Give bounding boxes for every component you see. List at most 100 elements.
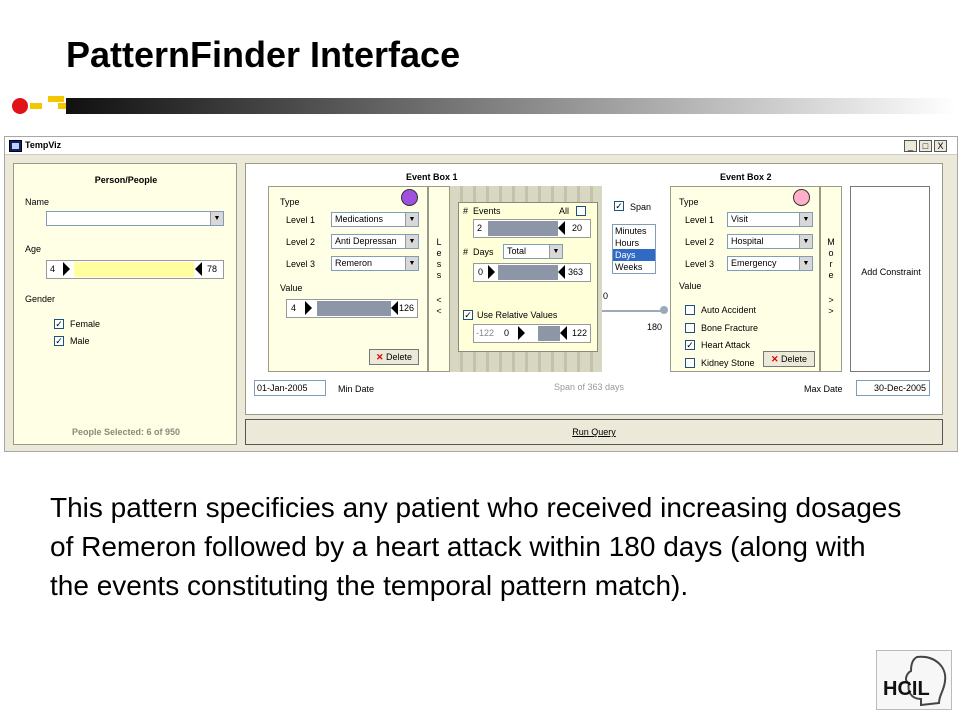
level2-label: Level 2 [286,237,316,247]
events-range-fill [488,221,558,236]
age-min-handle[interactable] [63,262,70,276]
event-box-2: Type Level 1 Visit▼ Level 2 Hospital▼ Le… [670,186,820,372]
gap-handle[interactable] [660,306,668,314]
event-box-2-header: Event Box 2 [720,172,772,182]
window-titlebar: TempViz _ □ X [5,137,957,155]
age-max-handle[interactable] [195,262,202,276]
chevron-down-icon[interactable]: ▼ [799,213,812,226]
connector-panel: # Events All 2 20 # Days Total▼ 0 [458,202,598,352]
days-max: 363 [568,267,584,277]
person-panel: Person/People Name ▼ Age 4 78 Gender ✓ F… [13,163,237,445]
male-checkbox[interactable]: ✓ [54,336,64,346]
events-range-slider[interactable]: 2 20 [473,219,591,238]
days-range-slider[interactable]: 0 363 [473,263,591,282]
less-letter: s [436,270,442,280]
units-option[interactable]: Minutes [615,226,647,236]
event-color-circle[interactable] [401,189,418,206]
use-relative-checkbox[interactable]: ✓ [463,310,473,320]
all-checkbox[interactable] [576,206,586,216]
relative-mid: 0 [504,328,510,338]
delete-button[interactable]: ✕ Delete [763,351,815,367]
kidney-stone-checkbox[interactable] [685,358,695,368]
min-date-field[interactable]: 01-Jan-2005 [254,380,326,396]
units-option[interactable]: Weeks [615,262,643,272]
chevron-down-icon[interactable]: ▼ [405,235,418,248]
add-constraint-button[interactable]: Add Constraint [850,186,930,372]
name-combo[interactable]: ▼ [46,211,224,226]
level2-combo[interactable]: Hospital ▼ [727,234,813,249]
relative-range-fill [538,326,560,341]
hcil-logo-text: HCIL [883,678,930,700]
age-max-value: 78 [207,264,218,274]
max-date-field[interactable]: 30-Dec-2005 [856,380,930,396]
relative-range-slider[interactable]: -122 0 122 [473,324,591,343]
delete-button[interactable]: ✕ Delete [369,349,419,365]
chevron-down-icon[interactable]: ▼ [210,212,223,225]
chevron-right-icon: > [828,306,834,316]
value-max-handle[interactable] [391,301,398,315]
age-range-fill [74,262,194,277]
bone-fracture-checkbox[interactable] [685,323,695,333]
window-title: TempViz [25,140,62,150]
level1-label: Level 1 [286,215,316,225]
units-option-selected[interactable]: Days [613,249,655,261]
event-color-circle[interactable] [793,189,810,206]
chevron-down-icon[interactable]: ▼ [405,257,418,270]
units-option[interactable]: Hours [615,238,640,248]
age-label: Age [25,244,42,254]
chevron-down-icon[interactable]: ▼ [549,245,562,258]
days-mode-combo[interactable]: Total▼ [503,244,563,259]
app-icon [9,140,22,152]
level1-combo[interactable]: Medications▼ [331,212,419,227]
minimize-button[interactable]: _ [904,140,917,152]
gap-start-label: 0 [603,291,609,301]
use-relative-label: Use Relative Values [477,310,558,320]
min-date-label: Min Date [338,384,375,394]
more-letter: M [827,237,835,247]
level3-combo[interactable]: Emergency▼ [727,256,813,271]
female-label: Female [70,319,101,329]
level3-label: Level 3 [685,259,715,269]
level2-combo[interactable]: Anti Depressan▼ [331,234,419,249]
days-max-handle[interactable] [558,265,565,279]
value-range-slider[interactable]: 4 126 [286,299,418,318]
days-range-fill [498,265,558,280]
type-label: Type [280,197,300,207]
chevron-down-icon[interactable]: ▼ [799,257,812,270]
delete-label: Delete [386,352,413,362]
max-date-label: Max Date [804,384,843,394]
units-listbox[interactable]: Minutes Hours Days Weeks [612,224,656,274]
female-checkbox[interactable]: ✓ [54,319,64,329]
events-label: Events [473,206,501,216]
relative-min-handle[interactable] [518,326,525,340]
yellow-bar-decoration [48,96,64,102]
more-button[interactable]: M o r e > > [820,186,842,372]
span-days-text: Span of 363 days [554,382,625,392]
chevron-down-icon[interactable]: ▼ [799,235,812,248]
days-min-handle[interactable] [488,265,495,279]
chevron-down-icon[interactable]: ▼ [405,213,418,226]
level1-combo[interactable]: Visit▼ [727,212,813,227]
maximize-button[interactable]: □ [919,140,932,152]
less-button[interactable]: L e s s < < [428,186,450,372]
days-hash: # [463,247,469,257]
age-min-value: 4 [50,264,56,274]
heart-attack-checkbox[interactable]: ✓ [685,340,695,350]
days-label: Days [473,247,494,257]
events-max-handle[interactable] [558,221,565,235]
gap-line [602,310,664,312]
events-max: 20 [572,223,583,233]
level3-combo[interactable]: Remeron▼ [331,256,419,271]
close-button[interactable]: X [934,140,947,152]
span-checkbox[interactable]: ✓ [614,201,624,211]
value-label: Value [679,281,702,291]
events-min: 2 [477,223,483,233]
level2-value: Hospital [731,236,764,246]
value-min-handle[interactable] [305,301,312,315]
age-range-slider[interactable]: 4 78 [46,260,224,279]
run-query-button[interactable]: Run Query [245,419,943,445]
tempviz-window: TempViz _ □ X Person/People Name ▼ Age 4… [4,136,958,452]
relative-max-handle[interactable] [560,326,567,340]
gradient-divider [66,98,956,114]
auto-accident-checkbox[interactable] [685,305,695,315]
